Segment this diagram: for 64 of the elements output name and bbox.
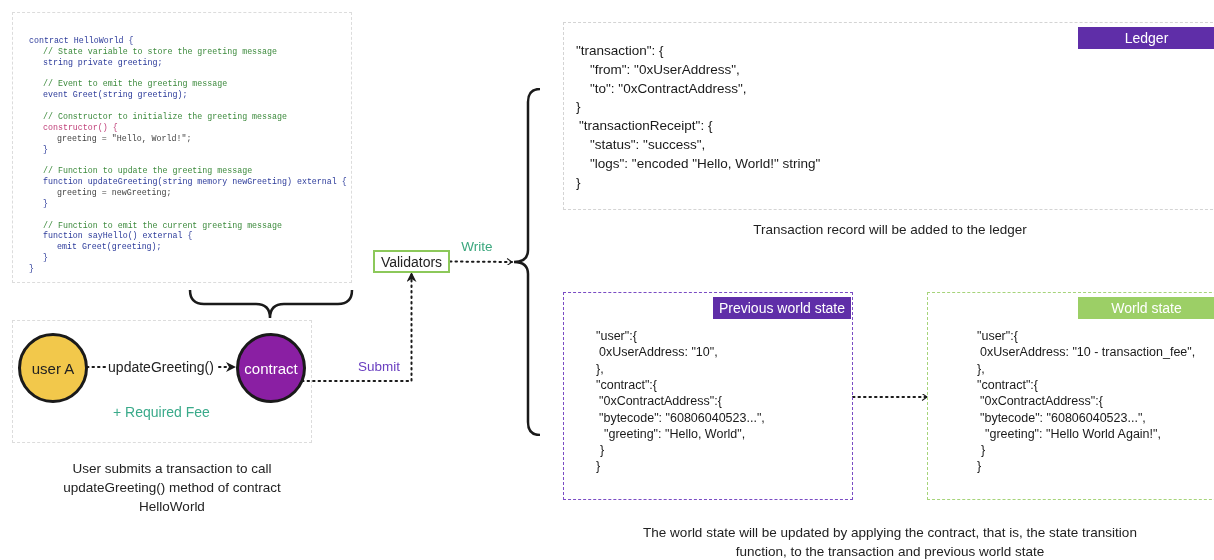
- code-panel: [12, 12, 352, 283]
- json-line: "greeting": "Hello, World",: [604, 426, 746, 441]
- actor-circle: contract: [236, 333, 306, 403]
- code-line: contract HelloWorld {: [29, 36, 134, 46]
- json-line: }: [576, 174, 581, 190]
- panel-title: Previous world state: [713, 297, 851, 319]
- process-box: Validators: [373, 250, 450, 273]
- node-label: Transaction record will be added to the ledger: [752, 221, 1028, 239]
- json-line: }: [981, 443, 986, 458]
- code-line: }: [29, 264, 34, 275]
- arrow: [449, 257, 513, 266]
- json-line: }: [600, 443, 605, 458]
- code-line: greeting = newGreeting;: [57, 188, 172, 199]
- code-comment: // Function to emit the current greeting message: [43, 220, 282, 231]
- code-comment: // State variable to store the greeting message: [43, 46, 277, 57]
- panel-title: Ledger: [1078, 27, 1214, 49]
- json-line: "user":{: [977, 329, 1018, 343]
- json-line: "status": "success",: [590, 137, 706, 152]
- json-line: }: [576, 99, 581, 115]
- json-line: "from": "0xUserAddress",: [590, 61, 740, 77]
- caption: The world state will be updated by applying the contract, that is, the state transition function, to the transaction and previous world state: [642, 524, 1138, 560]
- code-line: string private greeting;: [43, 57, 163, 68]
- json-line: "contract":{: [596, 377, 657, 392]
- curly-brace: [512, 88, 542, 436]
- json-line: 0xUserAddress: "10",: [599, 345, 718, 360]
- code-comment: // Event to emit the greeting message: [43, 79, 228, 90]
- state-panel: [563, 22, 1214, 210]
- json-line: }: [596, 459, 601, 474]
- json-line: "logs": "encoded "Hello, World!" string": [590, 155, 821, 171]
- code-line: emit Greet(greeting);: [57, 242, 162, 253]
- json-line: },: [977, 361, 985, 376]
- json-line: "bytecode": "60806040523...",: [599, 410, 765, 425]
- panel-title: World state: [1078, 297, 1214, 319]
- json-line: "0xContractAddress":{: [599, 394, 722, 409]
- state-panel: [563, 292, 853, 500]
- json-line: "transaction": {: [576, 43, 664, 58]
- json-line: 0xUserAddress: "10 - transaction_fee",: [980, 345, 1196, 360]
- node-label: User submits a transaction to call updateGreeting() method of contract HelloWorld: [62, 460, 282, 516]
- state-panel: [927, 292, 1214, 500]
- edge-label: Write: [460, 238, 494, 254]
- code-comment: // Constructor to initialize the greeting message: [43, 112, 287, 122]
- actor-circle: user A: [18, 333, 88, 403]
- edge-label: Submit: [357, 358, 401, 374]
- code-line: event Greet(string greeting);: [43, 90, 188, 101]
- code-line: function updateGreeting(string memory newGreeting) external {: [43, 177, 347, 188]
- json-line: "bytecode": "60806040523...",: [980, 410, 1146, 425]
- json-line: },: [596, 361, 604, 376]
- json-line: "0xContractAddress":{: [980, 394, 1103, 409]
- code-line: }: [43, 198, 48, 209]
- arrow: [852, 393, 928, 402]
- json-line: "greeting": "Hello World Again!",: [985, 426, 1161, 441]
- edge-label: updateGreeting(): [106, 359, 216, 375]
- fee-note: + Required Fee: [113, 404, 210, 420]
- json-line: }: [977, 459, 982, 474]
- code-comment: // Function to update the greeting message: [43, 166, 253, 177]
- json-line: "user":{: [596, 329, 637, 343]
- json-line: "to": "0xContractAddress",: [590, 80, 747, 96]
- json-line: "transactionReceipt": {: [579, 118, 713, 134]
- json-line: "contract":{: [977, 377, 1038, 392]
- code-line: }: [43, 144, 48, 155]
- code-line: constructor() {: [43, 122, 118, 133]
- code-line: function sayHello() external {: [43, 231, 193, 242]
- code-line: }: [43, 253, 48, 264]
- code-line: greeting = "Hello, World!";: [57, 133, 192, 144]
